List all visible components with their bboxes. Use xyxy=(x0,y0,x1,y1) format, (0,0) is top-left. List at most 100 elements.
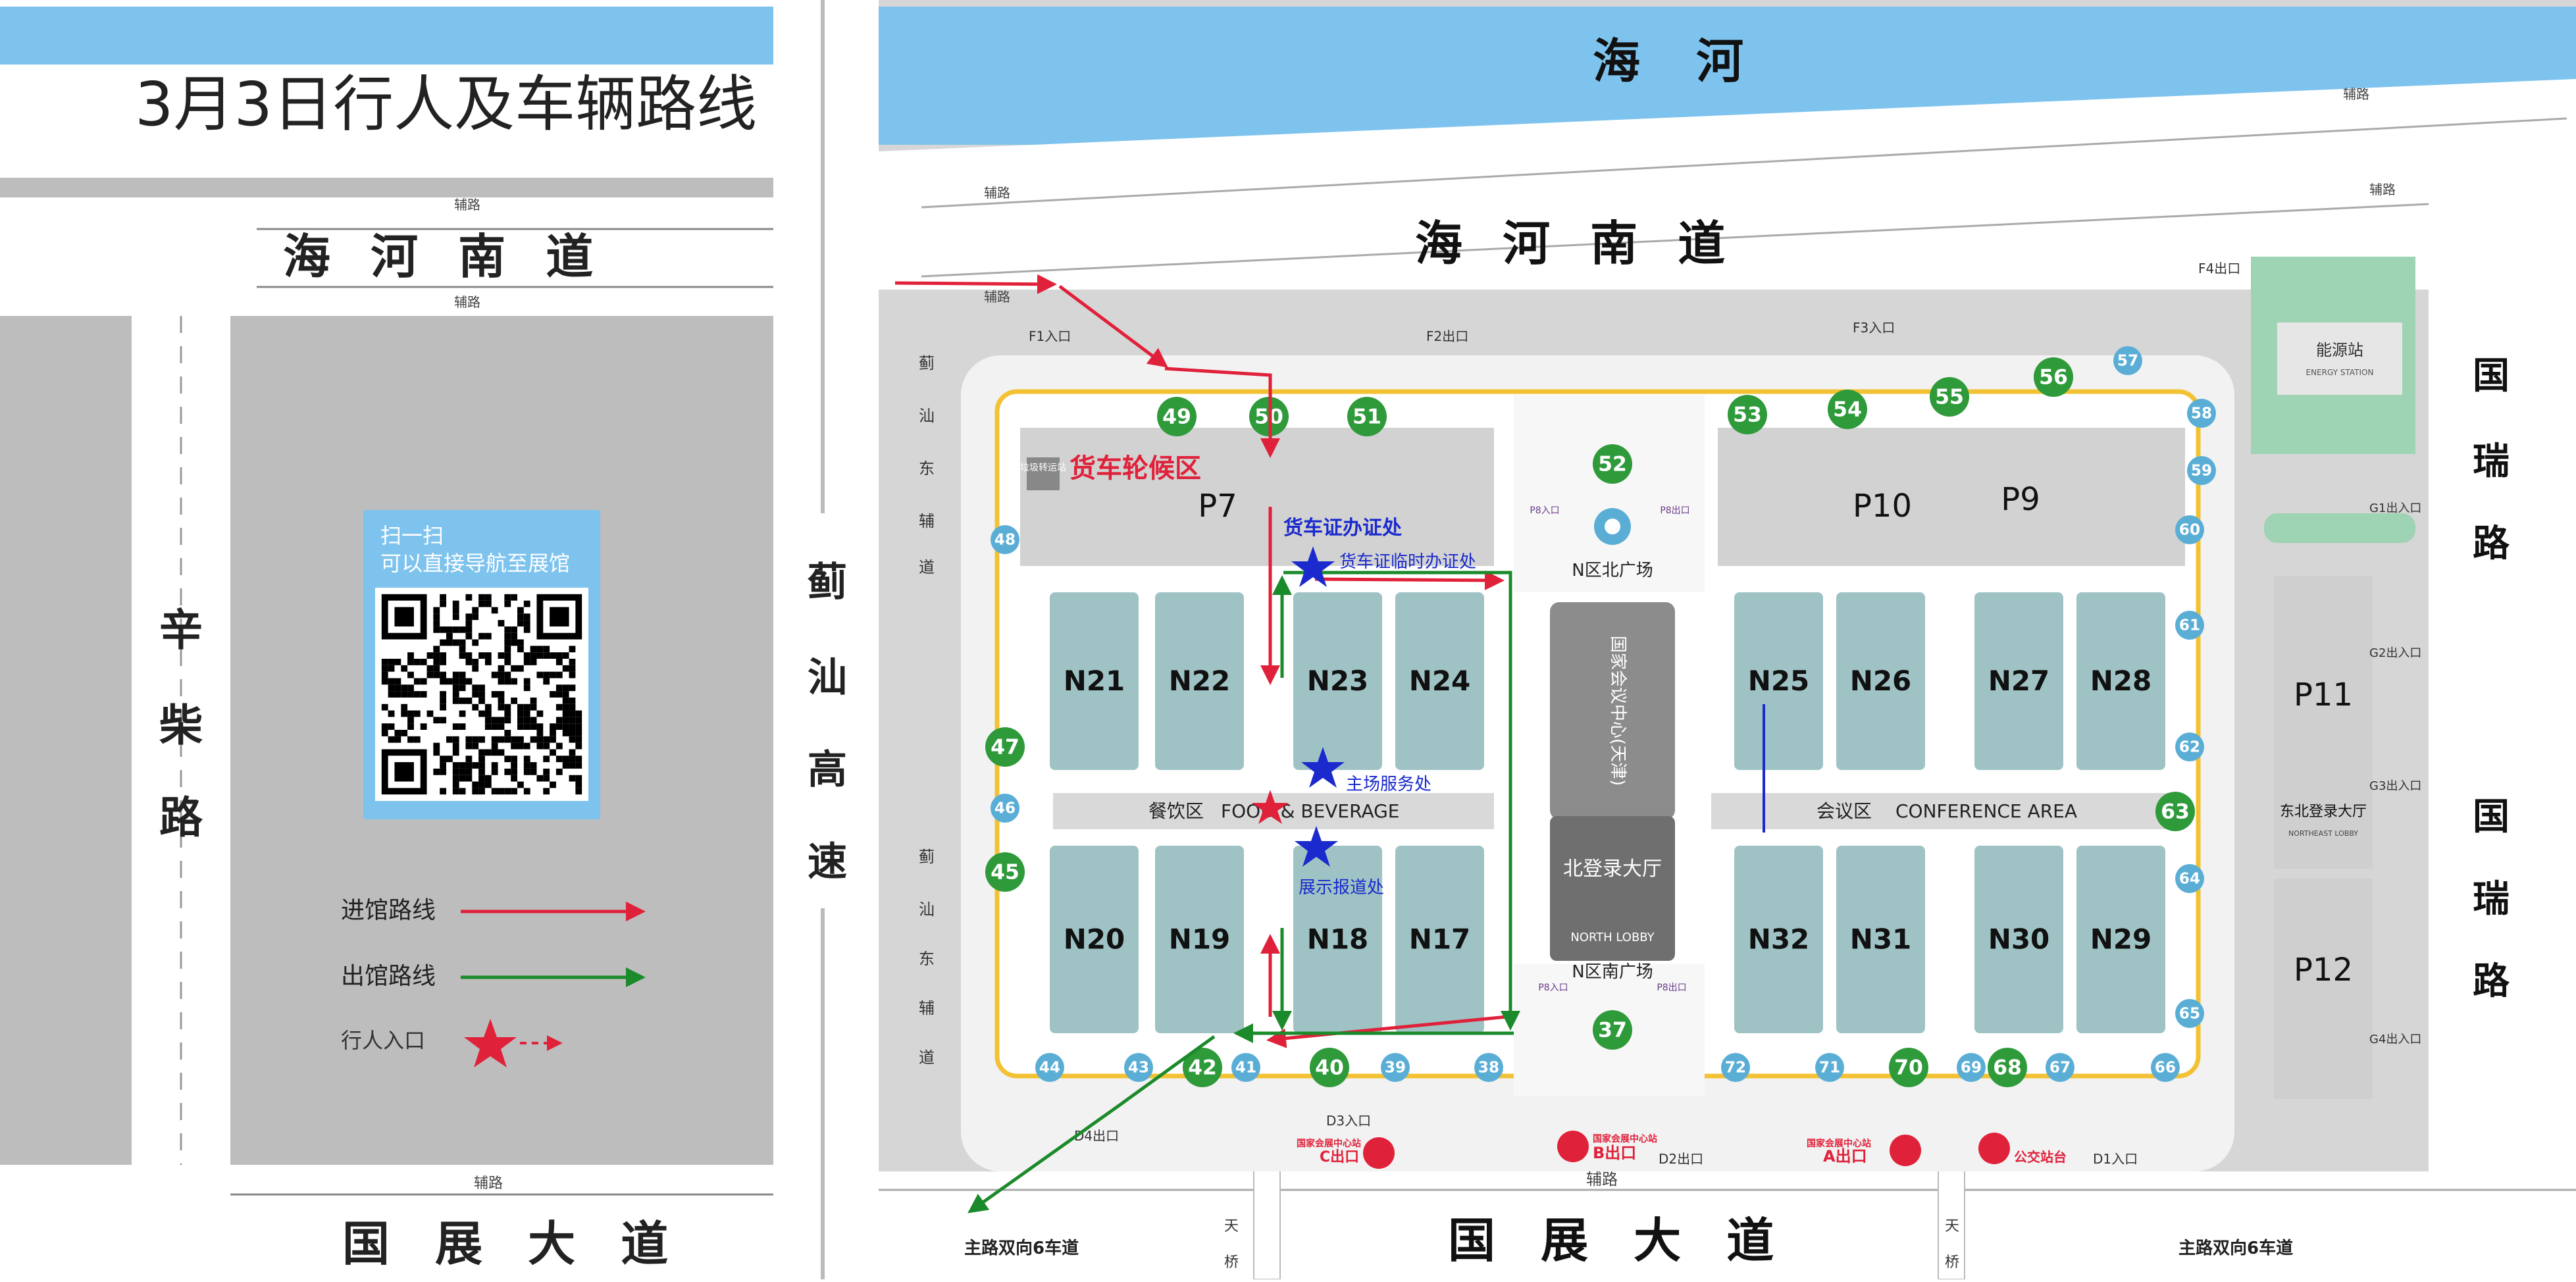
gate-41: 41 xyxy=(1231,1053,1260,1082)
gate-67: 67 xyxy=(2046,1053,2074,1082)
aux-road-char: 道 xyxy=(919,558,935,577)
qr-caption: 扫一扫 xyxy=(380,523,444,548)
gate-39: 39 xyxy=(1381,1053,1410,1082)
expressway-char: 速 xyxy=(808,839,847,885)
p8-label: P8出口 xyxy=(1660,505,1689,516)
bridge-label: 桥 xyxy=(1945,1254,1959,1271)
parking-label-p11: P11 xyxy=(2294,677,2353,713)
hall-n31: N31 xyxy=(1836,846,1925,1033)
hall-n19: N19 xyxy=(1155,846,1244,1033)
parking-label-p7: P7 xyxy=(1198,488,1237,525)
hall-label: N24 xyxy=(1409,665,1471,697)
ne-lobby-label-en: NORTHEAST LOBBY xyxy=(2288,829,2358,838)
metro-label: 国家会展中心站 xyxy=(1807,1138,1871,1149)
registration-label: 展示报道处 xyxy=(1299,878,1384,898)
gate-number: 40 xyxy=(1315,1056,1344,1080)
metro-icon xyxy=(1363,1137,1395,1169)
aux-road-char: 道 xyxy=(919,1048,935,1067)
road-north-left xyxy=(0,197,773,316)
gate-number: 66 xyxy=(2155,1060,2176,1077)
entrance-label: F3入口 xyxy=(1853,320,1895,336)
qr-code-image xyxy=(381,594,582,795)
entrance-label: F4出口 xyxy=(2198,261,2240,276)
energy-station-label: 能源站 xyxy=(2316,341,2363,359)
hall-n32: N32 xyxy=(1734,846,1823,1033)
gate-number: 51 xyxy=(1352,405,1381,429)
qr-code[interactable] xyxy=(375,588,588,801)
metro-a-exit: 国家会展中心站 A出口 xyxy=(1807,1135,1921,1166)
registration-star-icon xyxy=(1295,826,1338,867)
legend: 进馆路线 出馆路线 行人入口 xyxy=(341,897,646,1067)
gate-62: 62 xyxy=(2175,732,2204,761)
gate-number: 71 xyxy=(1819,1060,1840,1077)
hall-label: N31 xyxy=(1850,923,1912,956)
entrance-label: D4出口 xyxy=(1074,1128,1119,1144)
hall-n23: N23 xyxy=(1293,592,1382,770)
hall-label: N30 xyxy=(1988,923,2050,956)
gate-number: 63 xyxy=(2161,800,2190,824)
food-area-label-en: FOOD & BEVERAGE xyxy=(1221,800,1400,822)
gate-37: 37 xyxy=(1593,1010,1632,1050)
metro-icon xyxy=(1890,1135,1921,1166)
conference-area-label-en: CONFERENCE AREA xyxy=(1895,800,2077,822)
gate-40: 40 xyxy=(1310,1048,1349,1087)
aux-road-char: 蓟 xyxy=(919,848,935,866)
gate-60: 60 xyxy=(2175,515,2204,544)
metro-label: B出口 xyxy=(1593,1144,1636,1162)
gate-38: 38 xyxy=(1474,1053,1503,1082)
hall-label: N28 xyxy=(2090,665,2152,697)
metro-label: A出口 xyxy=(1823,1147,1867,1166)
aux-road-label: 辅路 xyxy=(2369,182,2396,197)
expressway-char: 蓟 xyxy=(808,559,847,605)
gate-46: 46 xyxy=(991,794,1019,823)
gate-number: 67 xyxy=(2049,1060,2071,1077)
gate-number: 41 xyxy=(1235,1060,1256,1077)
bus-stop: 公交站台 xyxy=(1978,1133,2067,1165)
road-name-south: 国 展 大 道 xyxy=(1448,1213,1788,1268)
gate-45: 45 xyxy=(985,852,1025,892)
garbage-station-label: 垃圾转运站 xyxy=(1020,463,1066,473)
gate-number: 69 xyxy=(1961,1060,1982,1077)
hall-label: N18 xyxy=(1307,923,1369,956)
metro-c-exit: 国家会展中心站 C出口 xyxy=(1297,1137,1395,1169)
bus-stop-label: 公交站台 xyxy=(2014,1149,2067,1165)
parking-p7 xyxy=(1020,428,1494,566)
gate-number: 38 xyxy=(1478,1060,1499,1077)
gate-59: 59 xyxy=(2187,456,2216,485)
road-east-char: 瑞 xyxy=(2473,440,2510,483)
gate-51: 51 xyxy=(1347,397,1387,436)
gate-number: 46 xyxy=(994,800,1016,817)
hall-n27: N27 xyxy=(1974,592,2063,770)
aux-road-char: 辅 xyxy=(919,999,935,1017)
road-name-south: 国 展 大 道 xyxy=(342,1216,683,1271)
gate-number: 49 xyxy=(1162,405,1191,429)
gate-43: 43 xyxy=(1124,1053,1153,1082)
aux-road-label: 辅路 xyxy=(2343,86,2369,102)
road-north xyxy=(879,79,2576,290)
aux-road-char: 辅 xyxy=(919,512,935,530)
expressway-char: 汕 xyxy=(808,655,847,701)
pedestrian-entrance-star-icon xyxy=(1252,790,1289,824)
gate-49: 49 xyxy=(1157,397,1197,436)
expressway-char: 高 xyxy=(808,747,847,793)
aux-road-label: 辅路 xyxy=(454,294,480,310)
gate-number: 53 xyxy=(1733,403,1762,427)
ne-lobby-label: 东北登录大厅 xyxy=(2280,804,2367,820)
hall-label: N32 xyxy=(1748,923,1810,956)
parking-p12 xyxy=(2274,879,2373,1099)
truck-office-label: 货车证办证处 xyxy=(1283,517,1402,540)
south-plaza-label: N区南广场 xyxy=(1572,962,1653,982)
gate-number: 42 xyxy=(1188,1056,1217,1080)
entrance-label: F1入口 xyxy=(1029,328,1071,344)
bridge-label: 天 xyxy=(1945,1218,1959,1235)
gate-number: 48 xyxy=(994,532,1016,549)
hall-label: N21 xyxy=(1064,665,1125,697)
entrance-label: F2出口 xyxy=(1426,328,1468,344)
aux-road-label: 辅路 xyxy=(984,289,1010,305)
truck-temp-office-label: 货车证临时办证处 xyxy=(1339,552,1476,572)
hall-label: N22 xyxy=(1169,665,1231,697)
gate-number: 44 xyxy=(1039,1060,1060,1077)
hall-n17: N17 xyxy=(1395,846,1484,1033)
gate-number: 61 xyxy=(2179,617,2200,634)
center-building-label: 国家会议中心(天津) xyxy=(1608,636,1628,786)
